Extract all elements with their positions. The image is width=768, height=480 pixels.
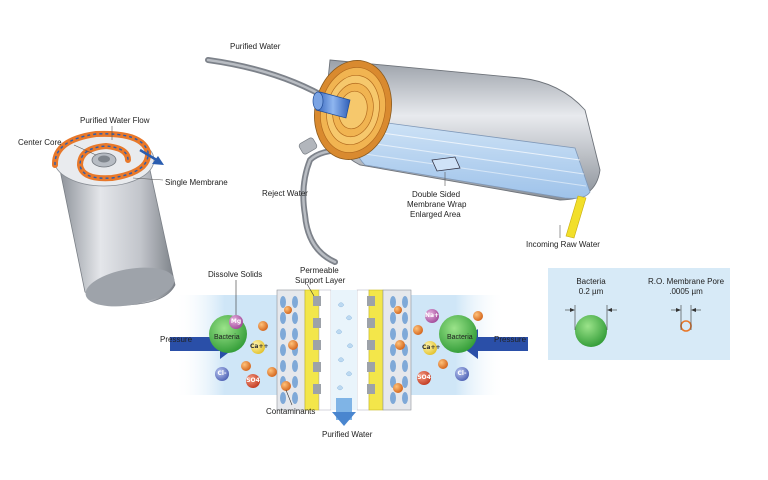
- center-core-label: Center Core: [18, 138, 62, 147]
- ion-so4-left: SO4: [246, 377, 260, 384]
- comparison-bacteria-size: 0.2 µm: [578, 287, 604, 296]
- membrane-housing: [205, 57, 601, 265]
- cross-section-panel: [170, 280, 528, 426]
- contaminants-label: Contaminants: [266, 407, 316, 416]
- reject-water-label: Reject Water: [262, 189, 308, 198]
- double-sided-label-2: Membrane Wrap: [407, 200, 467, 209]
- pressure-left-label: Pressure: [160, 335, 193, 344]
- ion-cl-right: Cl-: [457, 370, 467, 377]
- bacteria-left-label: Bacteria: [214, 334, 240, 341]
- comparison-pore-title: R.O. Membrane Pore: [647, 277, 725, 286]
- pressure-right-label: Pressure: [494, 335, 527, 344]
- ion-cl-left: Cl-: [217, 370, 227, 377]
- purified-water-flow-label: Purified Water Flow: [80, 116, 150, 125]
- comparison-pore-size: .0005 µm: [669, 287, 703, 296]
- comparison-bacteria-title: Bacteria: [576, 277, 606, 286]
- single-membrane-label: Single Membrane: [165, 178, 228, 187]
- dissolve-solids-label: Dissolve Solids: [208, 270, 263, 279]
- purified-water-bottom-label: Purified Water: [322, 430, 373, 439]
- double-sided-label-3: Enlarged Area: [410, 210, 461, 219]
- incoming-raw-water-label: Incoming Raw Water: [526, 240, 600, 249]
- permeable-label-2: Support Layer: [295, 276, 346, 285]
- ion-na-right: Na+: [424, 312, 440, 319]
- size-comparison-box: [548, 268, 730, 360]
- single-membrane-cylinder: [52, 126, 176, 307]
- double-sided-label-1: Double Sided: [412, 190, 461, 199]
- permeable-label-1: Permeable: [300, 266, 339, 275]
- ion-ca-left: Ca++: [250, 343, 269, 350]
- ion-mg-left: Mg: [230, 318, 242, 325]
- bacteria-right-label: Bacteria: [447, 334, 473, 341]
- ion-ca-right: Ca++: [422, 344, 441, 351]
- purified-water-top-label: Purified Water: [230, 42, 281, 51]
- ion-so4-right: SO4: [417, 374, 431, 381]
